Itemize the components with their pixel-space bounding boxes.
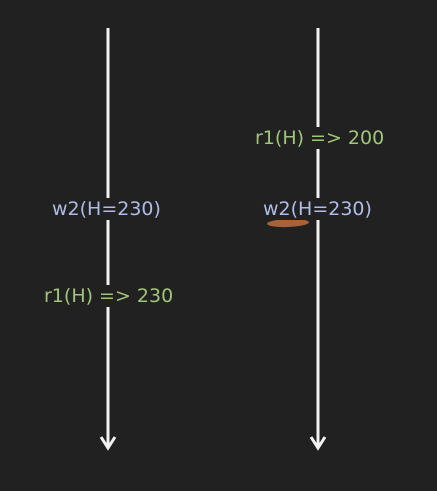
right-timeline (309, 28, 327, 451)
right-read-event: r1(H) => 200 (249, 127, 391, 149)
left-timeline (99, 28, 117, 451)
left-write-event: w2(H=230) (46, 198, 167, 220)
left-read-event: r1(H) => 230 (38, 285, 180, 307)
right-arrow-head (309, 436, 327, 451)
left-arrow-head (99, 436, 117, 451)
right-write-event: w2(H=230) (257, 198, 378, 220)
